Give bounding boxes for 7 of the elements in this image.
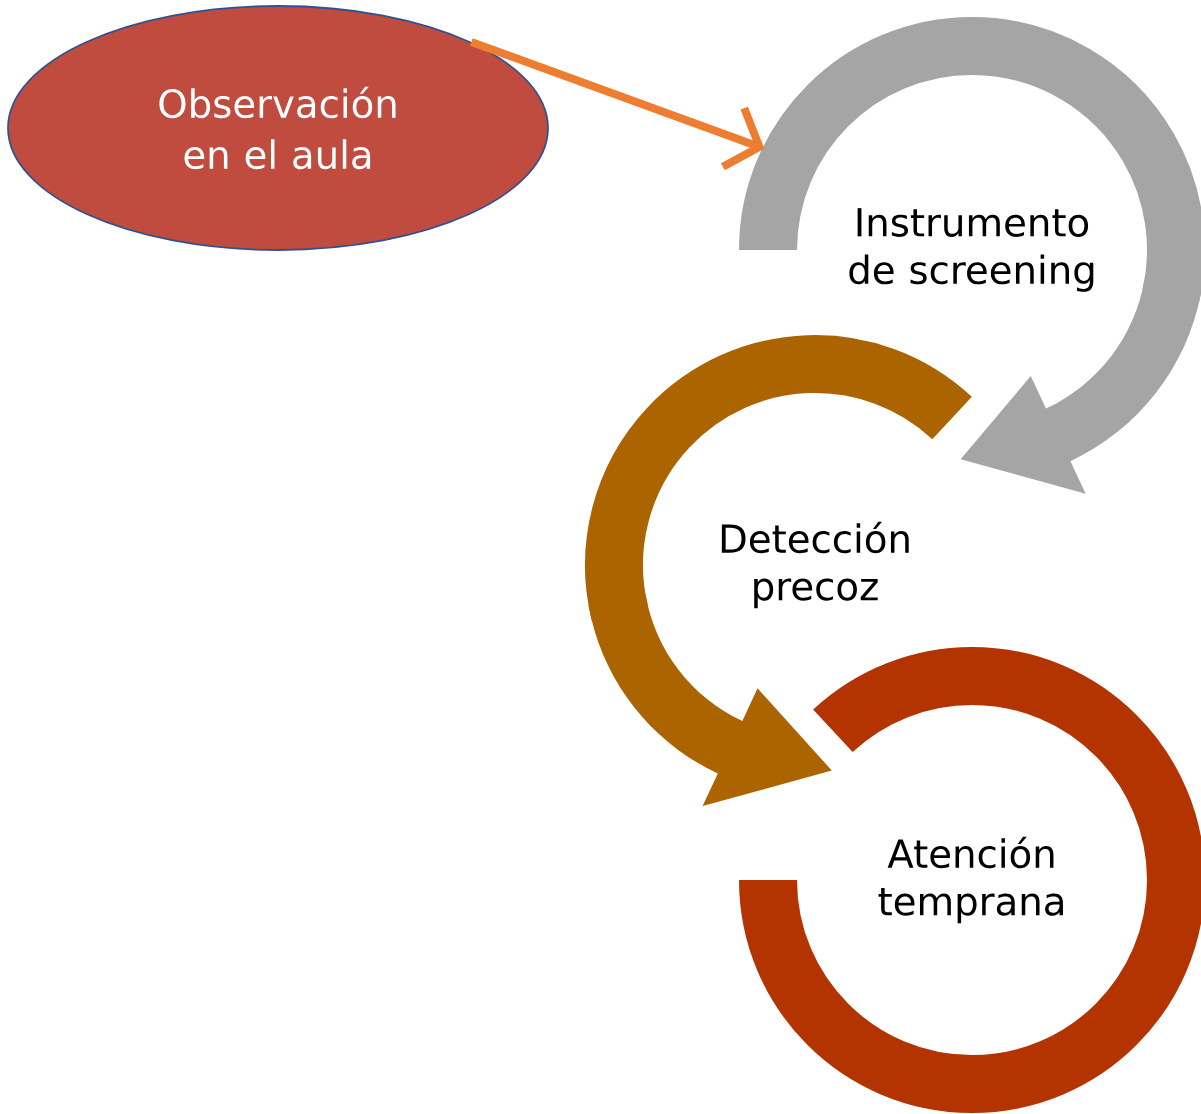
step-label: Instrumento de screening [849, 208, 1094, 292]
arrow [588, 594, 832, 807]
step-label: Atención temprana [878, 836, 1063, 924]
arrow [469, 38, 765, 171]
ellipse-node: Observación en el aula [7, 5, 549, 251]
arrow [960, 280, 1201, 494]
step-label: Detección precoz [721, 521, 909, 609]
